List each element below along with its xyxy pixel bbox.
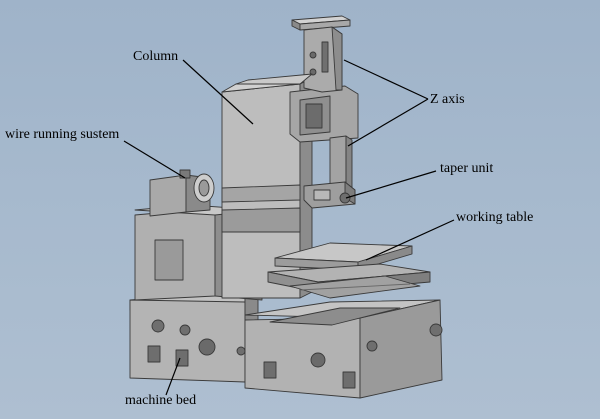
label-taper-unit: taper unit bbox=[440, 161, 494, 176]
leader-lines bbox=[123, 59, 455, 396]
leader-taper-unit bbox=[345, 170, 437, 199]
leader-working-table bbox=[365, 219, 455, 261]
leader-wire-running bbox=[123, 140, 186, 179]
machine-bed bbox=[129, 291, 443, 399]
leader-z-axis-lower bbox=[347, 98, 429, 147]
taper-unit bbox=[303, 181, 356, 209]
label-wire-running-system: wire running sustem bbox=[5, 127, 120, 142]
label-machine-bed: machine bed bbox=[125, 393, 197, 408]
label-z-axis: Z axis bbox=[430, 92, 465, 107]
leader-z-axis-upper bbox=[343, 59, 429, 100]
wire-running-system bbox=[149, 169, 215, 217]
working-table bbox=[267, 242, 431, 299]
label-column: Column bbox=[133, 49, 179, 64]
label-working-table: working table bbox=[456, 210, 534, 225]
leader-column bbox=[182, 59, 254, 125]
z-axis bbox=[291, 15, 353, 193]
leader-machine-bed bbox=[165, 357, 181, 396]
